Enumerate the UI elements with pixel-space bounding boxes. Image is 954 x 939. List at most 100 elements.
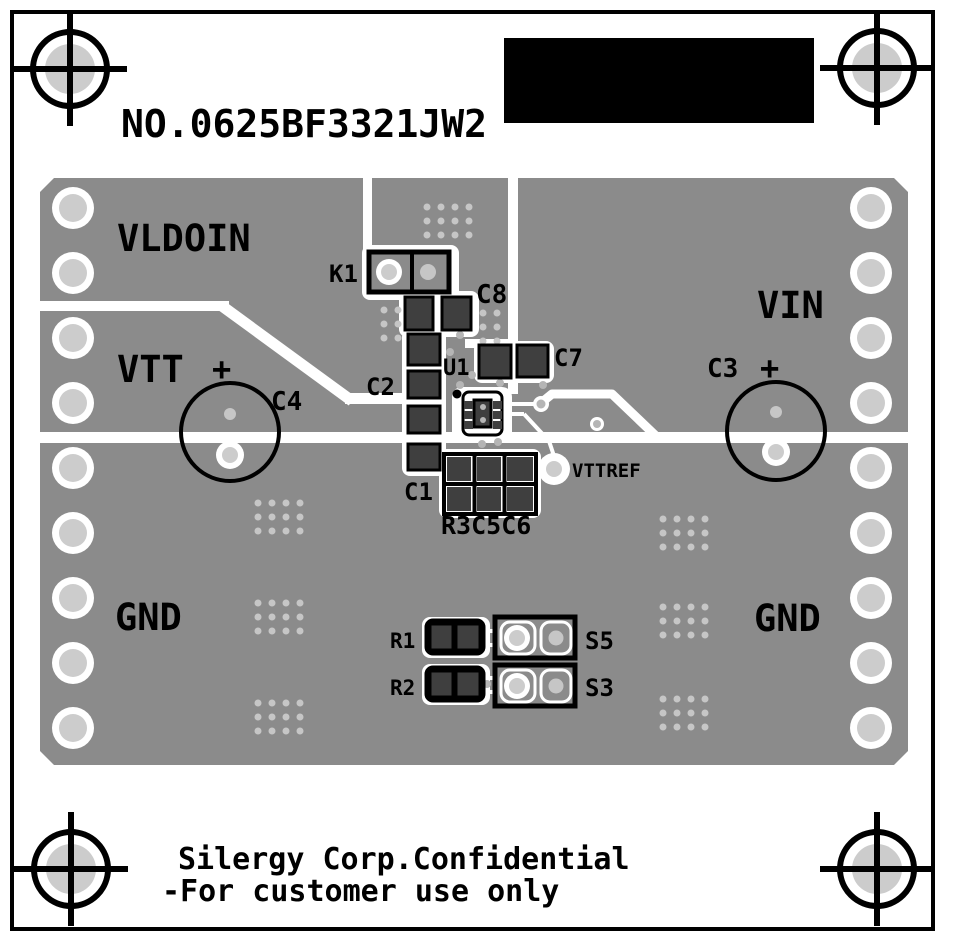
s5-pad1-hole [509,630,525,646]
redacted-label-block [504,38,814,123]
via-dot [282,699,290,707]
refdes-c1: C1 [404,478,433,506]
via-dot [479,309,487,317]
net-label-vldoin: VLDOIN [117,217,251,260]
through-hole-pad [850,187,892,229]
through-hole-pads [52,187,892,749]
via-dot [446,348,454,356]
gap-vldoin-vtt [40,301,229,311]
via-dot [687,529,695,537]
through-hole-pad [52,252,94,294]
c4-pad-bottom-hole [222,447,238,463]
c4-pad-top [224,408,236,420]
component-c2 [406,332,442,400]
via-hole [536,399,546,409]
via-dot [451,231,459,239]
via-dot [296,599,304,607]
polarity-plus-c4: + [212,350,231,388]
via-dot [451,203,459,211]
pad-hole [857,454,885,482]
c8-pad1 [403,295,435,332]
s3-pad1-hole [509,678,525,694]
pad-hole [857,519,885,547]
via-dot [282,499,290,507]
refdes-c7: C7 [554,344,583,372]
through-hole-pad [52,577,94,619]
pad-hole [857,324,885,352]
pad-hole [59,584,87,612]
r2-pad1 [428,669,455,699]
through-hole-pad [52,187,94,229]
through-hole-pad [52,382,94,424]
via-dot [268,713,276,721]
via-dot [701,529,709,537]
component-c4 [179,381,281,483]
via-dot-grid [479,309,501,345]
c4-silkscreen-circle [179,381,281,483]
gap-island-vin [508,178,518,394]
pad-hole [59,259,87,287]
via-dot [268,513,276,521]
via-dot [465,231,473,239]
via-dot [701,515,709,523]
via-dot-grids [254,203,709,735]
s3-pad2 [548,678,564,694]
through-hole-pad [850,707,892,749]
via-dot [394,306,402,314]
c2-pad2 [406,369,442,400]
u1-pin-pad [493,411,502,419]
via-dot [659,723,667,731]
r1-outline [424,618,486,656]
via-dot [687,723,695,731]
u1-pad-via [480,417,486,423]
via-dot [282,599,290,607]
u1-thermal-pad [472,398,493,429]
s5-cell2 [539,620,573,656]
via-dot [659,617,667,625]
c8-pad2 [440,295,473,332]
via-dot [659,543,667,551]
via-dot [380,306,388,314]
r3c5c6-pad [447,457,471,481]
via-dot [659,709,667,717]
c3-silkscreen-circle [725,380,827,482]
via-dot [687,543,695,551]
pad-hole [857,194,885,222]
trace-vttref-1 [522,412,551,443]
via-dot [673,603,681,611]
vttref-test-point [538,453,570,485]
via-dot [254,499,262,507]
via-hole [593,420,601,428]
pad-hole [59,194,87,222]
via-dot [539,381,547,389]
via-dot [268,499,276,507]
net-label-gnd-right: GND [754,597,821,640]
component-u1-ic [452,389,504,437]
u1-pin-pad [464,411,473,419]
via-dot-grid [423,203,473,239]
via-dot [701,631,709,639]
refdes-c3: C3 [707,354,738,384]
s5-pad2 [548,630,564,646]
confidential-line1: Silergy Corp.Confidential [178,842,630,877]
loose-vias [446,331,547,688]
u1-pad-via [480,404,486,410]
refdes-s3: S3 [585,674,614,702]
via-dot [282,713,290,721]
via-dot [701,723,709,731]
pad-hole [857,714,885,742]
r3c5c6-pad [447,487,471,511]
through-hole-pad [52,447,94,489]
through-hole-pad [850,317,892,359]
via-dot [494,438,502,446]
via-dot [659,603,667,611]
via-dot [701,603,709,611]
pad-hole [857,649,885,677]
via-dot [296,499,304,507]
through-hole-pad [850,382,892,424]
k1-pad1-hole [381,264,397,280]
net-label-vin: VIN [757,284,824,327]
c7-pad1 [477,343,513,380]
via-dot [478,440,486,448]
